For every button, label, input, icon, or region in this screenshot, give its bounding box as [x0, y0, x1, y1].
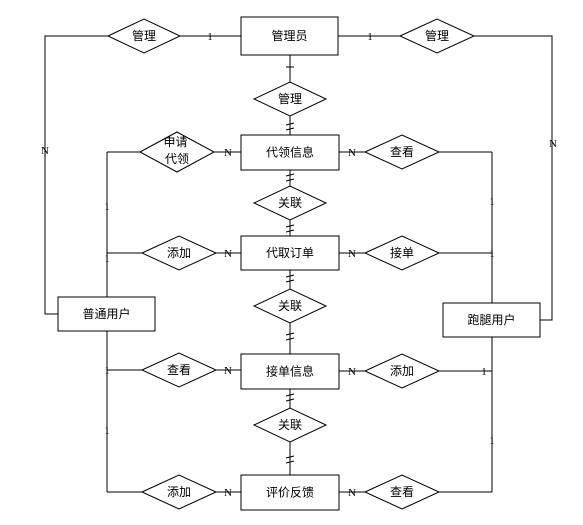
entity-runner-user: 跑腿用户: [442, 302, 541, 338]
relationship-manage-right: 管理: [398, 18, 476, 54]
entity-label: 管理员: [271, 28, 307, 43]
relationship-manage-left: 管理: [106, 18, 182, 54]
relationship-label: 申请 代领: [163, 135, 190, 166]
relationship-label-line: 申请: [163, 135, 187, 149]
relationship-manage-center: 管理: [252, 81, 328, 117]
relationship-label-line: 代领: [165, 152, 189, 166]
cardinality-label: 1: [104, 201, 110, 213]
cardinality-label: N: [41, 145, 49, 157]
cardinality-label: 1: [104, 253, 110, 265]
relationship-view-feedback: 查看: [363, 474, 441, 510]
cardinality-label: 1: [104, 365, 110, 377]
relationship-link-3: 关联: [252, 407, 328, 443]
many-tick: [285, 173, 295, 182]
cardinality-label: 1: [104, 425, 110, 437]
cardinality-label: 1: [481, 366, 487, 378]
relationship-view-accept-info: 查看: [140, 352, 218, 388]
relationship-label: 添加: [390, 364, 414, 378]
cardinality-label: N: [224, 365, 232, 377]
many-tick: [285, 332, 295, 341]
many-tick: [285, 122, 295, 131]
relationship-label: 关联: [278, 418, 302, 432]
many-tick: [285, 393, 295, 402]
relationship-view-proxy-info: 查看: [363, 134, 441, 170]
relationship-label: 管理: [278, 91, 302, 106]
entity-accept-info: 接单信息: [240, 353, 340, 390]
many-tick: [285, 455, 295, 464]
relationship-add-feedback: 添加: [140, 474, 218, 510]
cardinality-labels: 1 N 1 N 1 N N 1 1 N N 1 1 N N 1 1 N N 1: [41, 31, 557, 499]
relationship-add-order: 添加: [140, 235, 218, 271]
relationship-label: 关联: [278, 196, 302, 210]
cardinality-label: 1: [489, 248, 495, 260]
cardinality-label: 1: [207, 31, 213, 43]
cardinality-label: 1: [367, 31, 373, 43]
relationship-label: 添加: [167, 485, 191, 499]
relationship-apply-proxy: 申请 代领: [138, 131, 216, 173]
cardinality-label: N: [224, 248, 232, 260]
relationship-label: 接单: [390, 245, 414, 260]
many-tick: [285, 224, 295, 233]
relationship-label: 查看: [167, 363, 191, 377]
relationship-link-2: 关联: [252, 288, 328, 324]
relationship-label: 查看: [390, 485, 414, 499]
entity-feedback: 评价反馈: [240, 474, 340, 511]
cardinality-label: N: [224, 147, 232, 159]
relationship-label: 查看: [390, 145, 414, 159]
connection-lines: [44, 35, 553, 493]
cardinality-label: N: [348, 248, 356, 260]
entity-label: 普通用户: [82, 306, 130, 321]
entity-normal-user: 普通用户: [57, 296, 156, 332]
cardinality-label: 1: [489, 435, 495, 447]
entity-proxy-order: 代取订单: [240, 235, 340, 271]
relationship-accept-order: 接单: [363, 235, 441, 271]
entity-label: 代取订单: [266, 246, 314, 260]
relationship-label: 管理: [425, 28, 449, 43]
entity-label: 评价反馈: [266, 486, 314, 500]
entity-admin: 管理员: [240, 16, 339, 56]
cardinality-label: N: [549, 138, 557, 150]
relationship-label: 关联: [278, 299, 302, 313]
relationship-add-accept-info: 添加: [363, 353, 441, 389]
relationship-label: 添加: [167, 246, 191, 260]
cardinality-label: N: [348, 366, 356, 378]
entity-label: 跑腿用户: [467, 312, 515, 327]
entity-label: 代领信息: [266, 145, 314, 160]
notation-ticks: [285, 66, 295, 464]
entity-label: 接单信息: [266, 364, 314, 379]
relationship-link-1: 关联: [252, 185, 328, 221]
entity-proxy-info: 代领信息: [240, 134, 340, 171]
cardinality-label: N: [348, 147, 356, 159]
cardinality-label: 1: [489, 196, 495, 208]
many-tick: [285, 274, 295, 283]
cardinality-label: N: [348, 487, 356, 499]
cardinality-label: N: [224, 487, 232, 499]
relationship-label: 管理: [132, 28, 156, 43]
